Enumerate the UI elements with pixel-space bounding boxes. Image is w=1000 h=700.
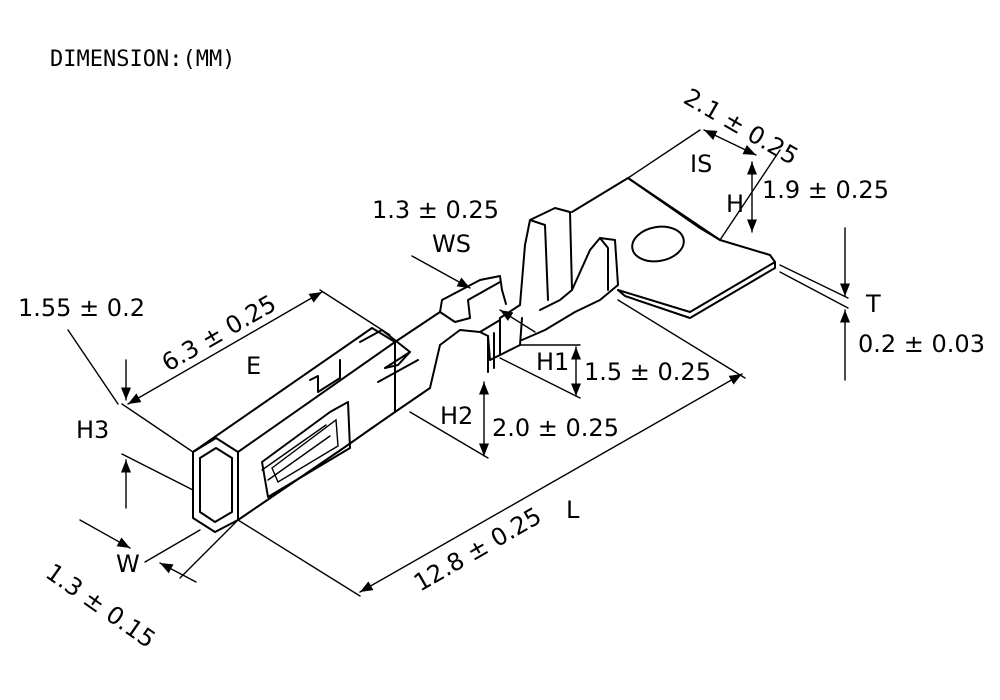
w-label: W [116, 550, 140, 578]
e-value: 6.3 ± 0.25 [157, 289, 281, 377]
ws-label: WS [432, 230, 471, 258]
h2-value: 2.0 ± 0.25 [492, 414, 619, 442]
dim-l: 12.8 ± 0.25 L [237, 299, 746, 597]
dim-h2: H2 2.0 ± 0.25 [409, 381, 619, 459]
dim-h3: 1.55 ± 0.2 H3 [18, 294, 194, 509]
h3-label: H3 [76, 416, 109, 444]
h2-label: H2 [440, 402, 473, 430]
dim-ws: 1.3 ± 0.25 WS [372, 196, 536, 333]
l-value: 12.8 ± 0.25 [409, 502, 546, 597]
dim-is: 2.1 ± 0.25 IS [627, 83, 803, 241]
t-value: 0.2 ± 0.03 [858, 330, 985, 358]
dim-h: H 1.9 ± 0.25 [726, 161, 889, 233]
h1-label: H1 [536, 348, 569, 376]
h3-value: 1.55 ± 0.2 [18, 294, 145, 322]
t-label: T [865, 290, 881, 318]
dim-h1: H1 1.5 ± 0.25 [499, 344, 711, 399]
insulation-wing [519, 207, 573, 311]
ws-value: 1.3 ± 0.25 [372, 196, 499, 224]
dim-w: W 1.3 ± 0.15 [41, 519, 239, 654]
dim-t: T 0.2 ± 0.03 [779, 227, 985, 381]
terminal-outline [192, 177, 776, 533]
h-value: 1.9 ± 0.25 [762, 176, 889, 204]
h1-value: 1.5 ± 0.25 [584, 358, 711, 386]
is-label: IS [690, 150, 712, 178]
w-value: 1.3 ± 0.15 [41, 558, 161, 654]
carrier-tab [571, 177, 776, 313]
tab-hole [631, 225, 685, 263]
e-label: E [246, 352, 261, 380]
l-label: L [566, 496, 580, 524]
units-header: DIMENSION:(MM) [50, 47, 235, 72]
dim-e: 6.3 ± 0.25 E [127, 289, 391, 405]
h-label: H [726, 190, 744, 218]
